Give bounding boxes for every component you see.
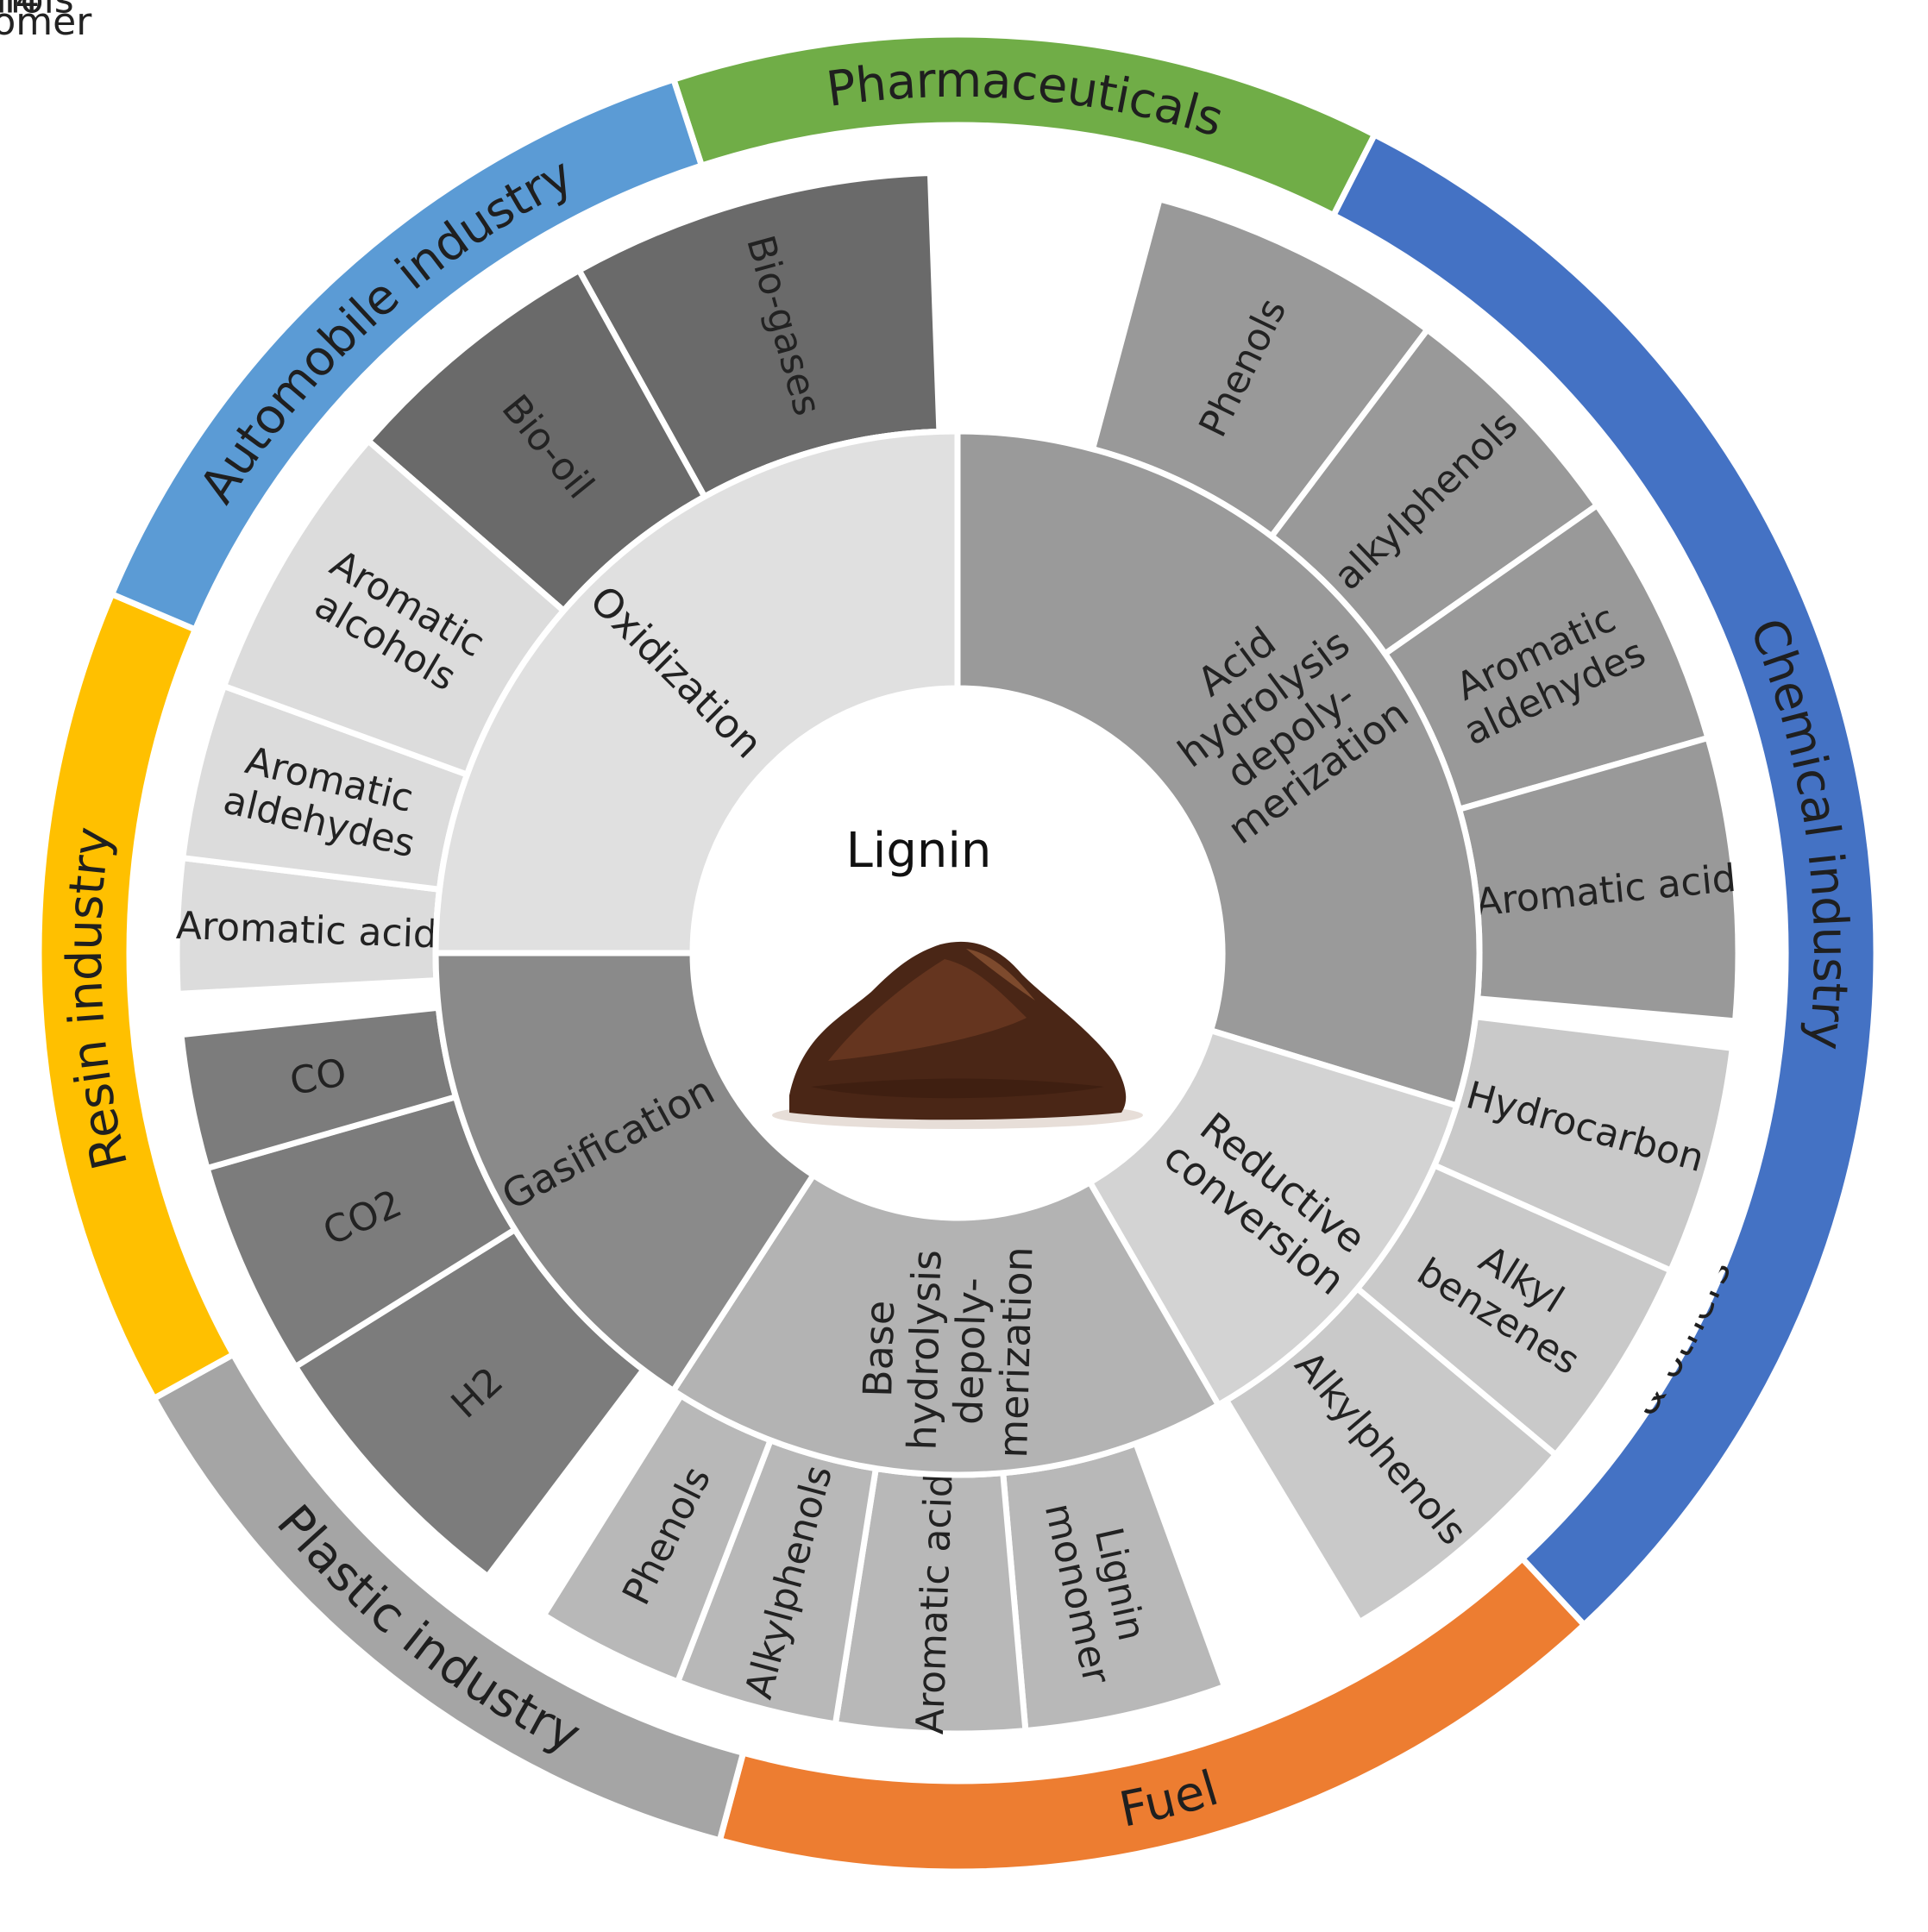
product-label-aromatic-acid-line: Aromatic acid <box>175 904 438 957</box>
method-label-base-hydrolysis-depolymerization-line: hydrolysis <box>898 1249 950 1451</box>
product-label-aromatic-acid-line: Aromatic acid <box>908 1472 962 1735</box>
method-label-base-hydrolysis-depolymerization-line: merization <box>989 1246 1041 1459</box>
center-hub: Lignin <box>693 688 1222 1218</box>
method-label-base-hydrolysis-depolymerization-line: Base <box>854 1300 903 1397</box>
center-label: Lignin <box>846 823 992 879</box>
method-label-base-hydrolysis-depolymerization-line: depoly- <box>945 1277 995 1426</box>
product-label-aromatic-acid: Aromatic acid <box>175 904 438 957</box>
product-label-ch4: CH4 <box>0 0 40 22</box>
product-label-aromatic-acid: Aromatic acid <box>908 1472 962 1735</box>
product-label-ch4-line: CH4 <box>0 0 40 22</box>
